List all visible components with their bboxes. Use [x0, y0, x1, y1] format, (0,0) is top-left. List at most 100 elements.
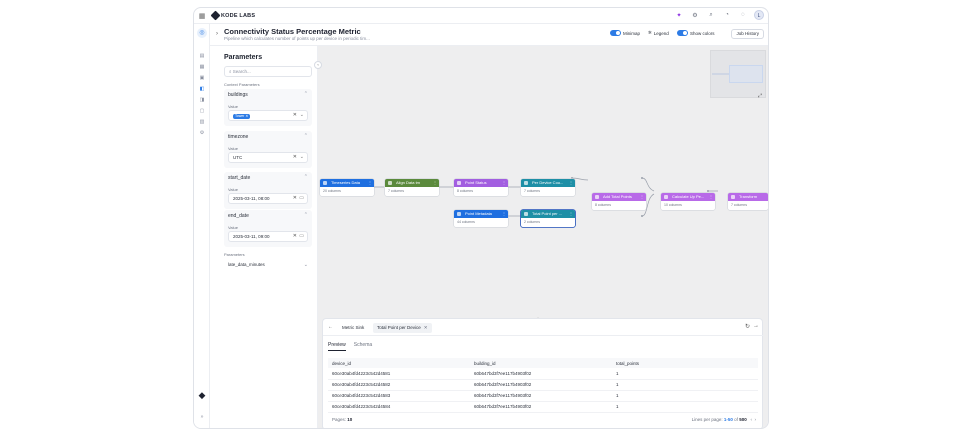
show-colors-toggle[interactable]: Show colors [677, 30, 715, 36]
ai-sparkle-icon[interactable]: ✦ [676, 12, 682, 19]
chevron-up-icon[interactable]: ⌃ [303, 91, 308, 97]
clear-icon[interactable]: ✕ [292, 195, 297, 201]
table-row[interactable]: 60ce30ab4fd4223c542d4584 60b647bd3f7ee11… [328, 401, 758, 413]
node-align-data[interactable]: Align Data tm⋮ 7 columns [385, 179, 439, 196]
preview-subtabs: Preview Schema [328, 342, 372, 351]
tab-schema[interactable]: Schema [353, 342, 373, 348]
minimap[interactable] [710, 50, 766, 98]
document-icon[interactable]: ▢ [199, 108, 205, 114]
param-name: timezone [228, 134, 249, 140]
edge-dot [571, 177, 573, 179]
node-menu-icon[interactable]: ⋮ [368, 180, 372, 185]
pipeline-icon[interactable]: ◧ [199, 86, 205, 92]
column-header[interactable]: total_points [612, 358, 758, 368]
node-total-point-per-device[interactable]: Total Point per ...⋮ 2 columns [521, 210, 575, 227]
data-preview-panel: ← Metric Sink Total Point per Device✕ ↻ … [322, 318, 764, 428]
tab-metric-sink[interactable]: Metric Sink [342, 325, 365, 330]
gear-icon[interactable]: ⚙ [199, 130, 205, 136]
minimap-toggle[interactable]: Minimap [610, 30, 640, 36]
building-chip[interactable]: Tower ✕ [233, 114, 251, 119]
end-date-input[interactable]: 2025-03-11, 09:00 ✕ ▭ [228, 231, 308, 242]
kode-logo-icon[interactable]: ◆ [198, 390, 206, 400]
calendar-icon[interactable]: ▭ [299, 195, 304, 201]
pipeline-canvas[interactable]: ⤢ T [318, 46, 768, 428]
param-timezone: timezone ⌃ Value UTC ✕ ⌄ [224, 131, 312, 168]
param-name: late_data_minutes [228, 262, 265, 267]
column-header[interactable]: building_id [470, 358, 612, 368]
column-header[interactable]: device_id [328, 358, 470, 368]
refresh-icon[interactable]: ↻ [744, 324, 750, 330]
tab-total-point-per-device[interactable]: Total Point per Device✕ [373, 323, 432, 333]
minimap-label: Minimap [623, 30, 641, 36]
value-label: Value [228, 104, 238, 109]
back-arrow-icon[interactable]: ← [328, 324, 333, 330]
chevron-down-icon[interactable]: ⌄ [299, 154, 304, 160]
node-menu-icon[interactable]: ⋮ [502, 180, 506, 185]
settings-icon[interactable]: ⚙ [692, 12, 698, 19]
user-avatar[interactable]: L [754, 10, 764, 20]
buildings-select[interactable]: Tower ✕ ✕ ⌄ [228, 110, 308, 121]
calendar-icon[interactable]: ▥ [199, 119, 205, 125]
dashboard-icon[interactable]: ▤ [199, 53, 205, 59]
node-per-device-count[interactable]: Per Device Cou...⋮ 7 columns [521, 179, 575, 196]
start-date-input[interactable]: 2025-03-11, 08:00 ✕ ▭ [228, 193, 308, 204]
chevron-down-icon[interactable]: ⌄ [299, 112, 304, 118]
top-actions: ✦ ⚙ ⌕ ◔ ◌ L [674, 10, 764, 20]
table-cell: 60b647bd3f7ee117b4903f02 [470, 368, 612, 380]
node-calculate-up-percentage[interactable]: Calculate Up Pe...⋮ 10 columns [661, 193, 715, 210]
close-icon[interactable]: ✕ [423, 325, 428, 330]
node-timeseries-data[interactable]: Timeseries Data⋮ 20 columns [320, 179, 374, 196]
home-icon[interactable]: ◎ [197, 28, 207, 38]
node-menu-icon[interactable]: ⋮ [502, 211, 506, 216]
node-point-status[interactable]: Point Status⋮ 8 columns [454, 179, 508, 196]
node-menu-icon[interactable]: ⋮ [569, 211, 573, 216]
grid-icon[interactable]: ▦ [199, 64, 205, 70]
brand-name: KODE LABS [221, 12, 256, 19]
job-history-button[interactable]: Job History [731, 29, 764, 39]
show-colors-switch[interactable] [677, 30, 688, 36]
node-menu-icon[interactable]: ⋮ [433, 180, 437, 185]
next-page-icon[interactable]: › [753, 417, 757, 422]
minimap-switch[interactable] [610, 30, 621, 36]
node-info: 7 columns [388, 189, 404, 193]
param-late-data-minutes[interactable]: late_data_minutes ⌄ [224, 260, 312, 270]
notification-icon[interactable]: ◔ [725, 12, 729, 18]
chevron-down-icon[interactable]: ⌄ [303, 262, 308, 268]
edge [641, 193, 655, 217]
help-icon[interactable]: ◌ [741, 12, 745, 18]
node-add-total-points[interactable]: Add Total Points⋮ 8 columns [592, 193, 646, 210]
layers-icon[interactable]: ▣ [199, 75, 205, 81]
search-icon[interactable]: ⌕ [709, 11, 713, 18]
table-header-row: device_id building_id total_points [328, 358, 758, 368]
parameters-search-input[interactable]: ⌕ Search... [224, 66, 312, 77]
clear-icon[interactable]: ✕ [292, 112, 297, 118]
node-menu-icon[interactable]: ⋮ [569, 180, 573, 185]
chevron-up-icon[interactable]: ⌃ [303, 133, 308, 139]
minimap-viewport[interactable] [729, 65, 763, 83]
timezone-select[interactable]: UTC ✕ ⌄ [228, 152, 308, 163]
fit-view-icon[interactable]: ⤢ [757, 93, 762, 99]
node-transform[interactable]: Transform 7 columns [728, 193, 768, 210]
arrow-right-icon[interactable]: → [753, 323, 759, 329]
expand-sidebar-icon[interactable]: » [200, 414, 204, 420]
node-menu-icon[interactable]: ⋮ [640, 194, 644, 199]
table-cell: 60ce30ab4fd4223c542d4583 [328, 390, 470, 402]
node-point-metadata[interactable]: Point Metadata⋮ 44 columns [454, 210, 508, 227]
minimap-nodes [712, 73, 730, 75]
chevron-right-icon[interactable]: › [216, 31, 218, 37]
apps-grid-icon[interactable]: ▦ [198, 12, 206, 20]
clear-icon[interactable]: ✕ [292, 154, 297, 160]
node-menu-icon[interactable]: ⋮ [709, 194, 713, 199]
chevron-up-icon[interactable]: ⌃ [303, 174, 308, 180]
clear-icon[interactable]: ✕ [292, 233, 297, 239]
chevron-up-icon[interactable]: ⌃ [303, 212, 308, 218]
analytics-icon[interactable]: ◨ [199, 97, 205, 103]
collapse-panel-button[interactable]: ‹ [314, 61, 322, 69]
legend-button[interactable]: ✲ Legend [648, 30, 669, 36]
calendar-icon[interactable]: ▭ [299, 233, 304, 239]
table-row[interactable]: 60ce30ab4fd4223c542d4582 60b647bd3f7ee11… [328, 379, 758, 391]
tab-preview[interactable]: Preview [328, 342, 346, 351]
table-row[interactable]: 60ce30ab4fd4223c542d4583 60b647bd3f7ee11… [328, 390, 758, 402]
table-row[interactable]: 60ce30ab4fd4223c542d4581 60b647bd3f7ee11… [328, 368, 758, 380]
prev-page-icon[interactable]: ‹ [747, 417, 752, 422]
